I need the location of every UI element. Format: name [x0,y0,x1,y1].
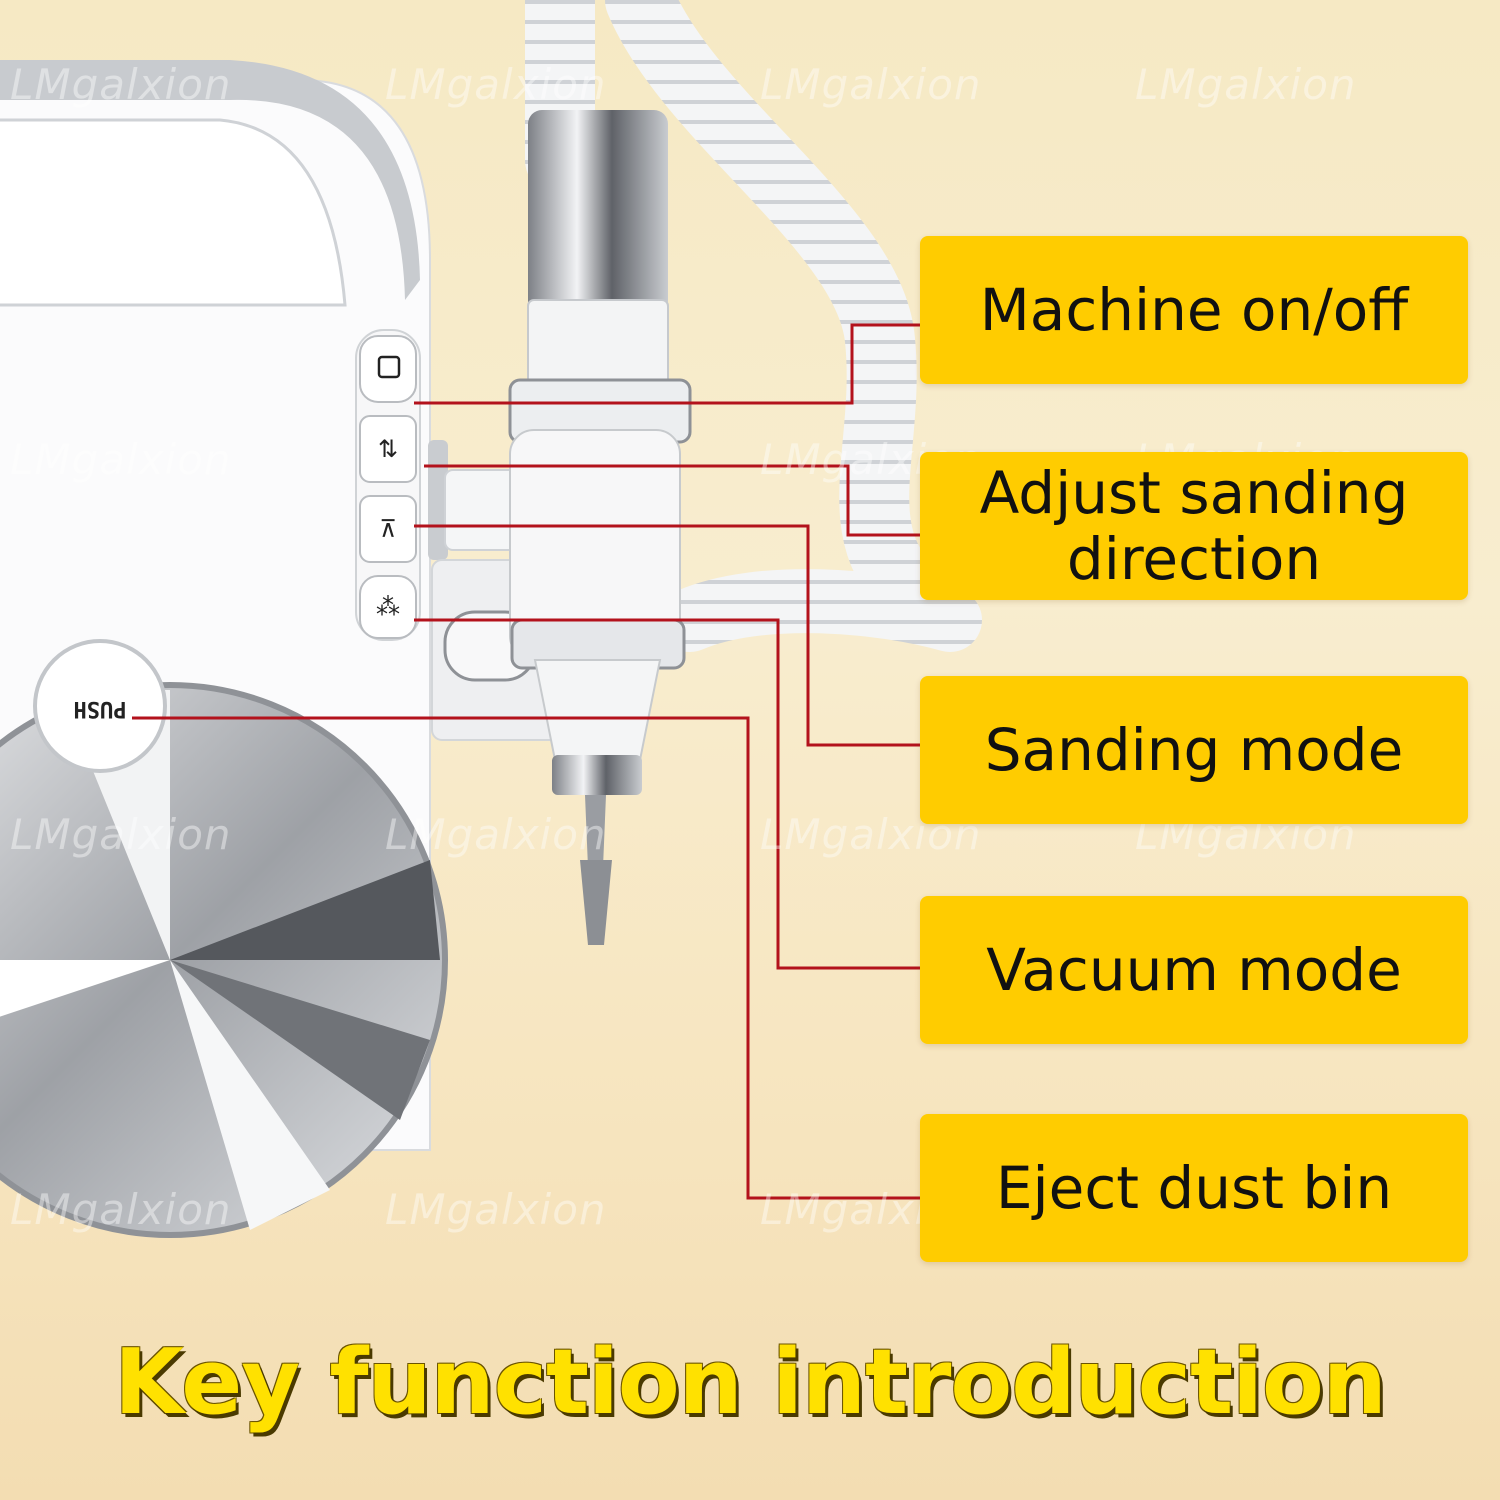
dust-bin-facet-5 [170,960,430,1120]
leader-eject [132,716,920,1200]
callout-machine-on-off: Machine on/off [920,236,1468,384]
watermark: LMgalxion [10,1185,232,1234]
button-vacuum [359,575,417,639]
speed-knob [428,440,448,560]
handpiece-tube [528,110,668,315]
watermark: LMgalxion [10,810,232,859]
callout-label: Vacuum mode [986,936,1402,1004]
chuck [552,755,642,795]
push-label: PUSH [73,696,127,721]
hose-lower [658,569,982,652]
callout-label: Sanding mode [984,716,1404,784]
callout-label-line2: direction [1066,525,1322,593]
dust-bin-facet-3 [170,960,330,1230]
button-sanding [359,495,417,563]
leader-power [414,323,920,405]
sanding-bit-head [580,860,612,945]
callout-label: Machine on/off [979,276,1409,344]
push-button [33,639,167,773]
dust-bin-facet-2 [170,860,440,960]
handpiece-nose [533,659,662,761]
machine-display-panel [0,118,347,307]
callout-label: Eject dust bin [995,1154,1393,1222]
watermark: LMgalxion [10,435,232,484]
watermark: LMgalxion [10,60,232,109]
watermark: LMgalxion [760,60,982,109]
dust-bin-facet-4 [0,960,170,1017]
watermark: LMgalxion [385,60,607,109]
callout-sanding-mode: Sanding mode [920,676,1468,824]
leader-direction [424,464,920,537]
leader-vacuum [414,618,920,970]
machine-top-rim [0,60,420,300]
page-title: Key function introduction [114,1330,1387,1435]
power-button-icon [377,355,401,379]
direction-arrows-icon: ⇅ [377,435,399,463]
watermark: LMgalxion [385,1185,607,1234]
sanding-icon: ⊼ [379,515,397,543]
callout-vacuum-mode: Vacuum mode [920,896,1468,1044]
watermark: LMgalxion [1135,60,1357,109]
callout-label-line1: Adjust sanding [979,459,1409,527]
vacuum-icon: ⁂ [376,593,400,621]
watermark: LMgalxion [385,810,607,859]
leader-lines [132,323,920,1200]
button-direction [359,415,417,483]
button-power [359,335,417,403]
callout-eject-dust-bin: Eject dust bin [920,1114,1468,1262]
leader-sanding [414,524,920,747]
